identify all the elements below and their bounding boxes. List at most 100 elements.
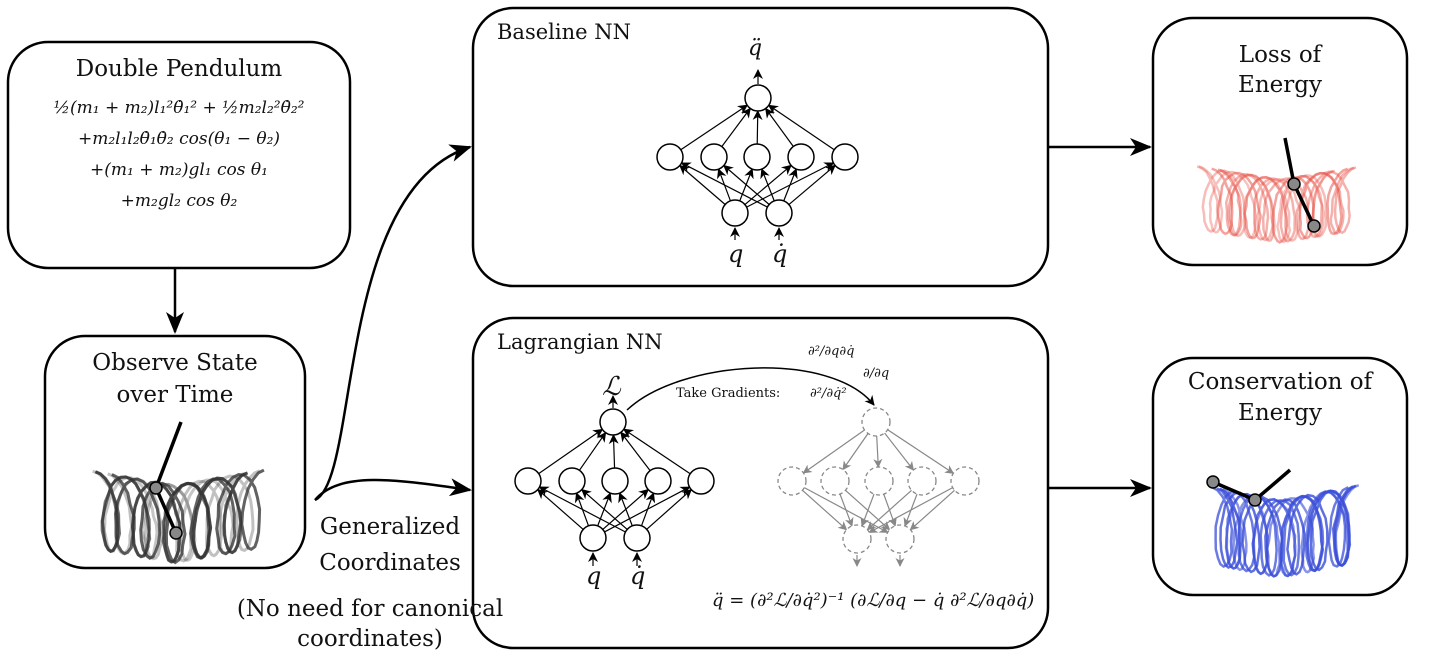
trajectory-curve <box>1196 165 1334 242</box>
observe-title-2: over Time <box>116 382 234 408</box>
conservation-title-1: Conservation of <box>1187 369 1373 395</box>
conservation-box <box>1151 356 1409 597</box>
trajectory-curve <box>1219 484 1357 578</box>
network-edge <box>860 493 875 527</box>
arrow-observe-to-baseline <box>314 144 472 502</box>
loss-of-energy-box <box>1151 16 1409 267</box>
network-edge <box>842 433 869 471</box>
network-node <box>885 524 915 554</box>
network-edge <box>802 429 865 474</box>
network-edge <box>721 107 751 147</box>
network-edge <box>680 104 749 151</box>
baseline-title: Baseline NN <box>497 20 631 44</box>
baseline-output-label: q̈ <box>748 36 763 61</box>
network-edge <box>887 429 955 474</box>
loss-title-2: Energy <box>1238 72 1322 98</box>
take-gradients-label: Take Gradients: <box>676 386 781 401</box>
network-node <box>787 143 815 171</box>
note-line-2: coordinates) <box>297 626 443 652</box>
network-edge <box>909 489 955 531</box>
network-edge <box>680 162 768 208</box>
trajectory-curve <box>1217 166 1355 243</box>
network-edge <box>646 488 693 530</box>
network-node <box>831 143 859 171</box>
network-node <box>864 466 894 496</box>
network-node <box>777 466 807 496</box>
network-node <box>744 84 772 112</box>
network-edge <box>538 428 604 475</box>
network-node <box>558 467 586 495</box>
network-edge <box>620 431 651 472</box>
double-pendulum-box <box>6 40 352 270</box>
lagrangian-equation: q̈ = (∂²ℒ/∂q̇²)⁻¹ (∂ℒ/∂q − q̇ ∂²ℒ/∂q∂q̇) <box>712 590 1035 611</box>
lagrangian-input-q: q <box>586 562 602 590</box>
observe-box <box>43 334 307 570</box>
network-edge <box>765 107 794 147</box>
pendulum-bob <box>149 481 163 495</box>
generalized-line-2: Coordinates <box>319 550 461 576</box>
network-edge <box>538 486 626 533</box>
network-edge <box>723 164 770 205</box>
equation-line-4: +m₂gl₂ cos θ₂ <box>120 191 238 211</box>
network-edge <box>866 489 912 531</box>
network-edge <box>622 428 691 475</box>
trajectory-curve <box>1219 166 1357 243</box>
network-node <box>743 143 771 171</box>
network-node <box>820 466 850 496</box>
network-node <box>514 467 542 495</box>
baseline-input-q: q <box>728 240 744 268</box>
network-edge <box>760 168 775 202</box>
equation-line-1: ½(m₁ + m₂)l₁²θ̇₁² + ½m₂l₂²θ̇₂² <box>53 98 305 118</box>
lagrangian-output-label: ℒ <box>602 372 621 402</box>
baseline-input-qdot: q̇ <box>772 240 788 268</box>
network-node <box>721 199 749 227</box>
network-node <box>599 408 627 436</box>
network-edge <box>788 164 836 206</box>
trajectory-curve <box>111 468 265 565</box>
network-edge <box>868 487 953 533</box>
trajectory-curve <box>94 470 249 564</box>
equation-line-3: +(m₁ + m₂)gl₁ cos θ₁ <box>90 160 268 180</box>
gradient-q: ∂/∂q <box>863 366 890 381</box>
network-edge <box>608 433 619 469</box>
network-edge <box>537 488 584 530</box>
network-node <box>907 466 937 496</box>
arrow-observe-to-lagrangian <box>314 478 472 501</box>
network-edge <box>839 493 854 527</box>
network-edge <box>679 164 726 205</box>
pendulum-bob <box>1206 475 1220 489</box>
network-edge <box>752 109 763 145</box>
network-node <box>601 467 629 495</box>
observe-title-1: Observe State <box>92 350 258 376</box>
generalized-line-1: Generalized <box>319 514 461 540</box>
network-edge <box>802 489 848 531</box>
network-edge <box>783 168 798 202</box>
loss-title-1: Loss of <box>1238 42 1322 68</box>
trajectory-curve <box>1222 484 1360 578</box>
conservation-title-2: Energy <box>1238 400 1322 426</box>
network-edge <box>618 492 633 527</box>
network-edge <box>581 488 628 530</box>
lagrangian-nn-box <box>471 316 1050 650</box>
pendulum-bob <box>169 526 183 540</box>
gradient-mixed: ∂²/∂q∂q̇ <box>808 344 855 359</box>
network-node <box>861 407 891 437</box>
double-pendulum-title: Double Pendulum <box>75 56 283 82</box>
pendulum-bob <box>1248 493 1262 507</box>
network-edge <box>873 435 883 469</box>
trajectory-curve <box>1198 165 1336 244</box>
network-node <box>579 524 607 552</box>
gradient-qdot2: ∂²/∂q̇² <box>810 386 847 401</box>
network-edge <box>640 492 656 527</box>
network-node <box>700 143 728 171</box>
take-gradients-arrow <box>626 367 875 411</box>
network-edge <box>578 431 607 471</box>
network-node <box>656 143 684 171</box>
trajectory-curve <box>1211 167 1349 244</box>
lagrangian-input-qdot: q̇ <box>630 562 646 590</box>
note-line-1: (No need for canonical <box>236 596 504 622</box>
network-node <box>765 199 793 227</box>
network-node <box>623 524 651 552</box>
network-node <box>950 466 980 496</box>
